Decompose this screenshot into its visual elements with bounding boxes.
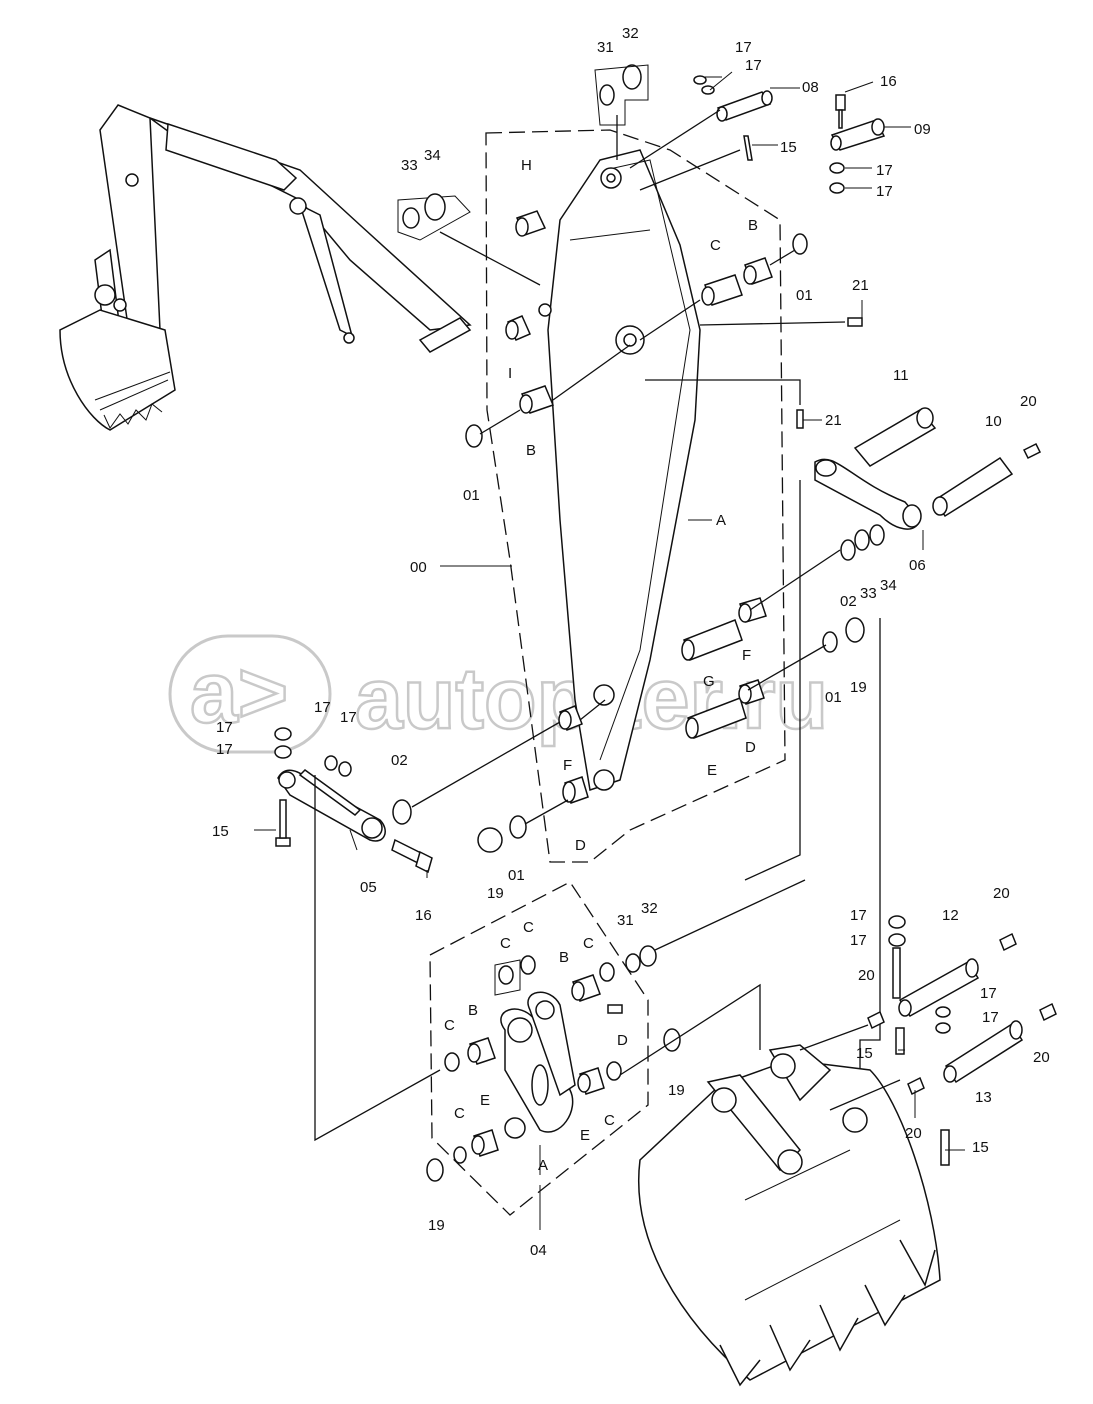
callout-label-cB2: B [526,442,536,459]
callout-label-c08: 08 [802,79,819,96]
link-assembly-04 [426,879,806,1182]
callout-label-cB4: B [468,1002,478,1019]
callout-label-cC6: C [454,1105,465,1122]
callout-label-cI: I [508,365,512,382]
bucket [638,1044,941,1387]
callout-label-c06: 06 [909,557,926,574]
callout-label-cE3: E [580,1127,590,1144]
bushings-upper [465,210,863,448]
callout-label-c20d: 20 [1033,1049,1050,1066]
link-05 [274,727,441,1142]
callout-label-c32a: 32 [622,25,639,42]
callout-label-c33a: 33 [401,157,418,174]
callout-label-cC7: C [604,1112,615,1129]
callout-label-c15b: 15 [212,823,229,840]
callout-label-c17e: 17 [216,719,233,736]
callout-label-cE1: E [707,762,717,779]
callout-label-cH: H [521,157,532,174]
callout-label-c31a: 31 [597,39,614,56]
watermark: a> autopiter.ru [168,634,829,754]
callout-label-c20c: 20 [858,967,875,984]
callout-label-c17b: 17 [745,57,762,74]
callout-label-c04: 04 [530,1242,547,1259]
callout-label-c16a: 16 [880,73,897,90]
callout-label-c15a: 15 [780,139,797,156]
callout-label-c20a: 20 [1020,393,1037,410]
callout-label-c17j: 17 [850,932,867,949]
callout-label-cA2: A [538,1157,548,1174]
callout-label-cC4: C [583,935,594,952]
callout-label-cC1: C [710,237,721,254]
callout-label-c17l: 17 [982,1009,999,1026]
callout-label-c00: 00 [410,559,427,576]
callout-label-c16b: 16 [415,907,432,924]
callout-label-cC3: C [523,919,534,936]
callout-label-c05: 05 [360,879,377,896]
arm-body [538,149,701,791]
callout-label-c34a: 34 [424,147,441,164]
callout-label-cG: G [703,673,715,690]
link-06-and-pins [744,407,1042,881]
callout-label-c01c: 01 [825,689,842,706]
callout-label-c31b: 31 [617,912,634,929]
callout-label-c19a: 19 [850,679,867,696]
callout-label-c09: 09 [914,121,931,138]
callout-label-c01d: 01 [508,867,525,884]
callout-label-c20b: 20 [993,885,1010,902]
callout-label-c17k: 17 [980,985,997,1002]
assembly-00-outline [485,129,786,863]
callout-label-c01b: 01 [463,487,480,504]
callout-label-c17i: 17 [850,907,867,924]
callout-label-cB3: B [559,949,569,966]
callout-label-c02a: 02 [840,593,857,610]
leader-lines [254,71,965,1230]
callout-label-cD3: D [617,1032,628,1049]
top-hardware [594,64,886,194]
callout-label-c12: 12 [942,907,959,924]
callout-label-c33b: 33 [860,585,877,602]
callout-label-c17a: 17 [735,39,752,56]
callout-label-cF1: F [742,647,751,664]
callout-label-c01a: 01 [796,287,813,304]
callout-label-cA1: A [716,512,726,529]
bushings-lower [392,549,881,1110]
callout-label-cC2: C [500,935,511,952]
callout-label-c15d: 15 [972,1139,989,1156]
callout-label-cE2: E [480,1092,490,1109]
watermark-logo: a> [190,645,288,741]
callout-label-c10: 10 [985,413,1002,430]
callout-label-c21b: 21 [825,412,842,429]
callout-label-c13: 13 [975,1089,992,1106]
callout-label-cD1: D [745,739,756,756]
callout-label-c17c: 17 [876,162,893,179]
excavator-arm-overview-icon [59,104,472,431]
callout-label-c17f: 17 [216,741,233,758]
callout-label-c20e: 20 [905,1125,922,1142]
callout-label-cC5: C [444,1017,455,1034]
callout-label-c19c: 19 [668,1082,685,1099]
callout-label-c21a: 21 [852,277,869,294]
pins-12-13 [799,915,1057,1166]
callout-label-c02b: 02 [391,752,408,769]
callout-label-c32b: 32 [641,900,658,917]
callout-label-c34b: 34 [880,577,897,594]
callout-label-cB1: B [748,217,758,234]
callout-label-c19d: 19 [428,1217,445,1234]
callout-label-c17h: 17 [340,709,357,726]
callout-label-cF2: F [563,757,572,774]
callout-label-c17d: 17 [876,183,893,200]
shim-33-34-top [397,193,541,286]
callout-label-c11: 11 [893,367,909,384]
callout-label-c15c: 15 [856,1045,873,1062]
callout-label-c19b: 19 [487,885,504,902]
callout-label-c17g: 17 [314,699,331,716]
assembly-04-outline [429,881,649,1216]
callout-label-cD2: D [575,837,586,854]
